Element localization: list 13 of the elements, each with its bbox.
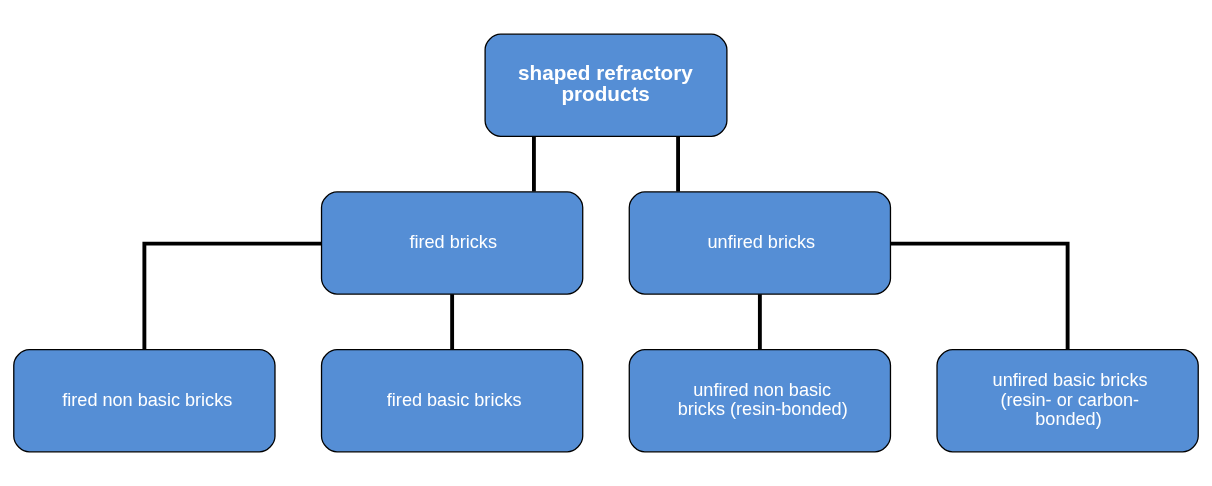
node-box: fired basic bricks [320, 349, 584, 453]
connector [890, 241, 1070, 350]
connector [757, 294, 762, 350]
node-box: fired non basic bricks [13, 349, 276, 453]
connector [142, 241, 322, 350]
connector [531, 136, 536, 192]
node-box: fired bricks [320, 191, 584, 295]
node-box: unfired bricks [628, 191, 892, 295]
connector [450, 294, 455, 350]
node-box: unfired basic bricks (resin- or carbon-bonded) [936, 349, 1199, 453]
node-box: shaped refractory products [484, 33, 728, 137]
node-box: unfired non basic bricks (resin-bonded) [628, 349, 892, 453]
connector [676, 136, 681, 192]
